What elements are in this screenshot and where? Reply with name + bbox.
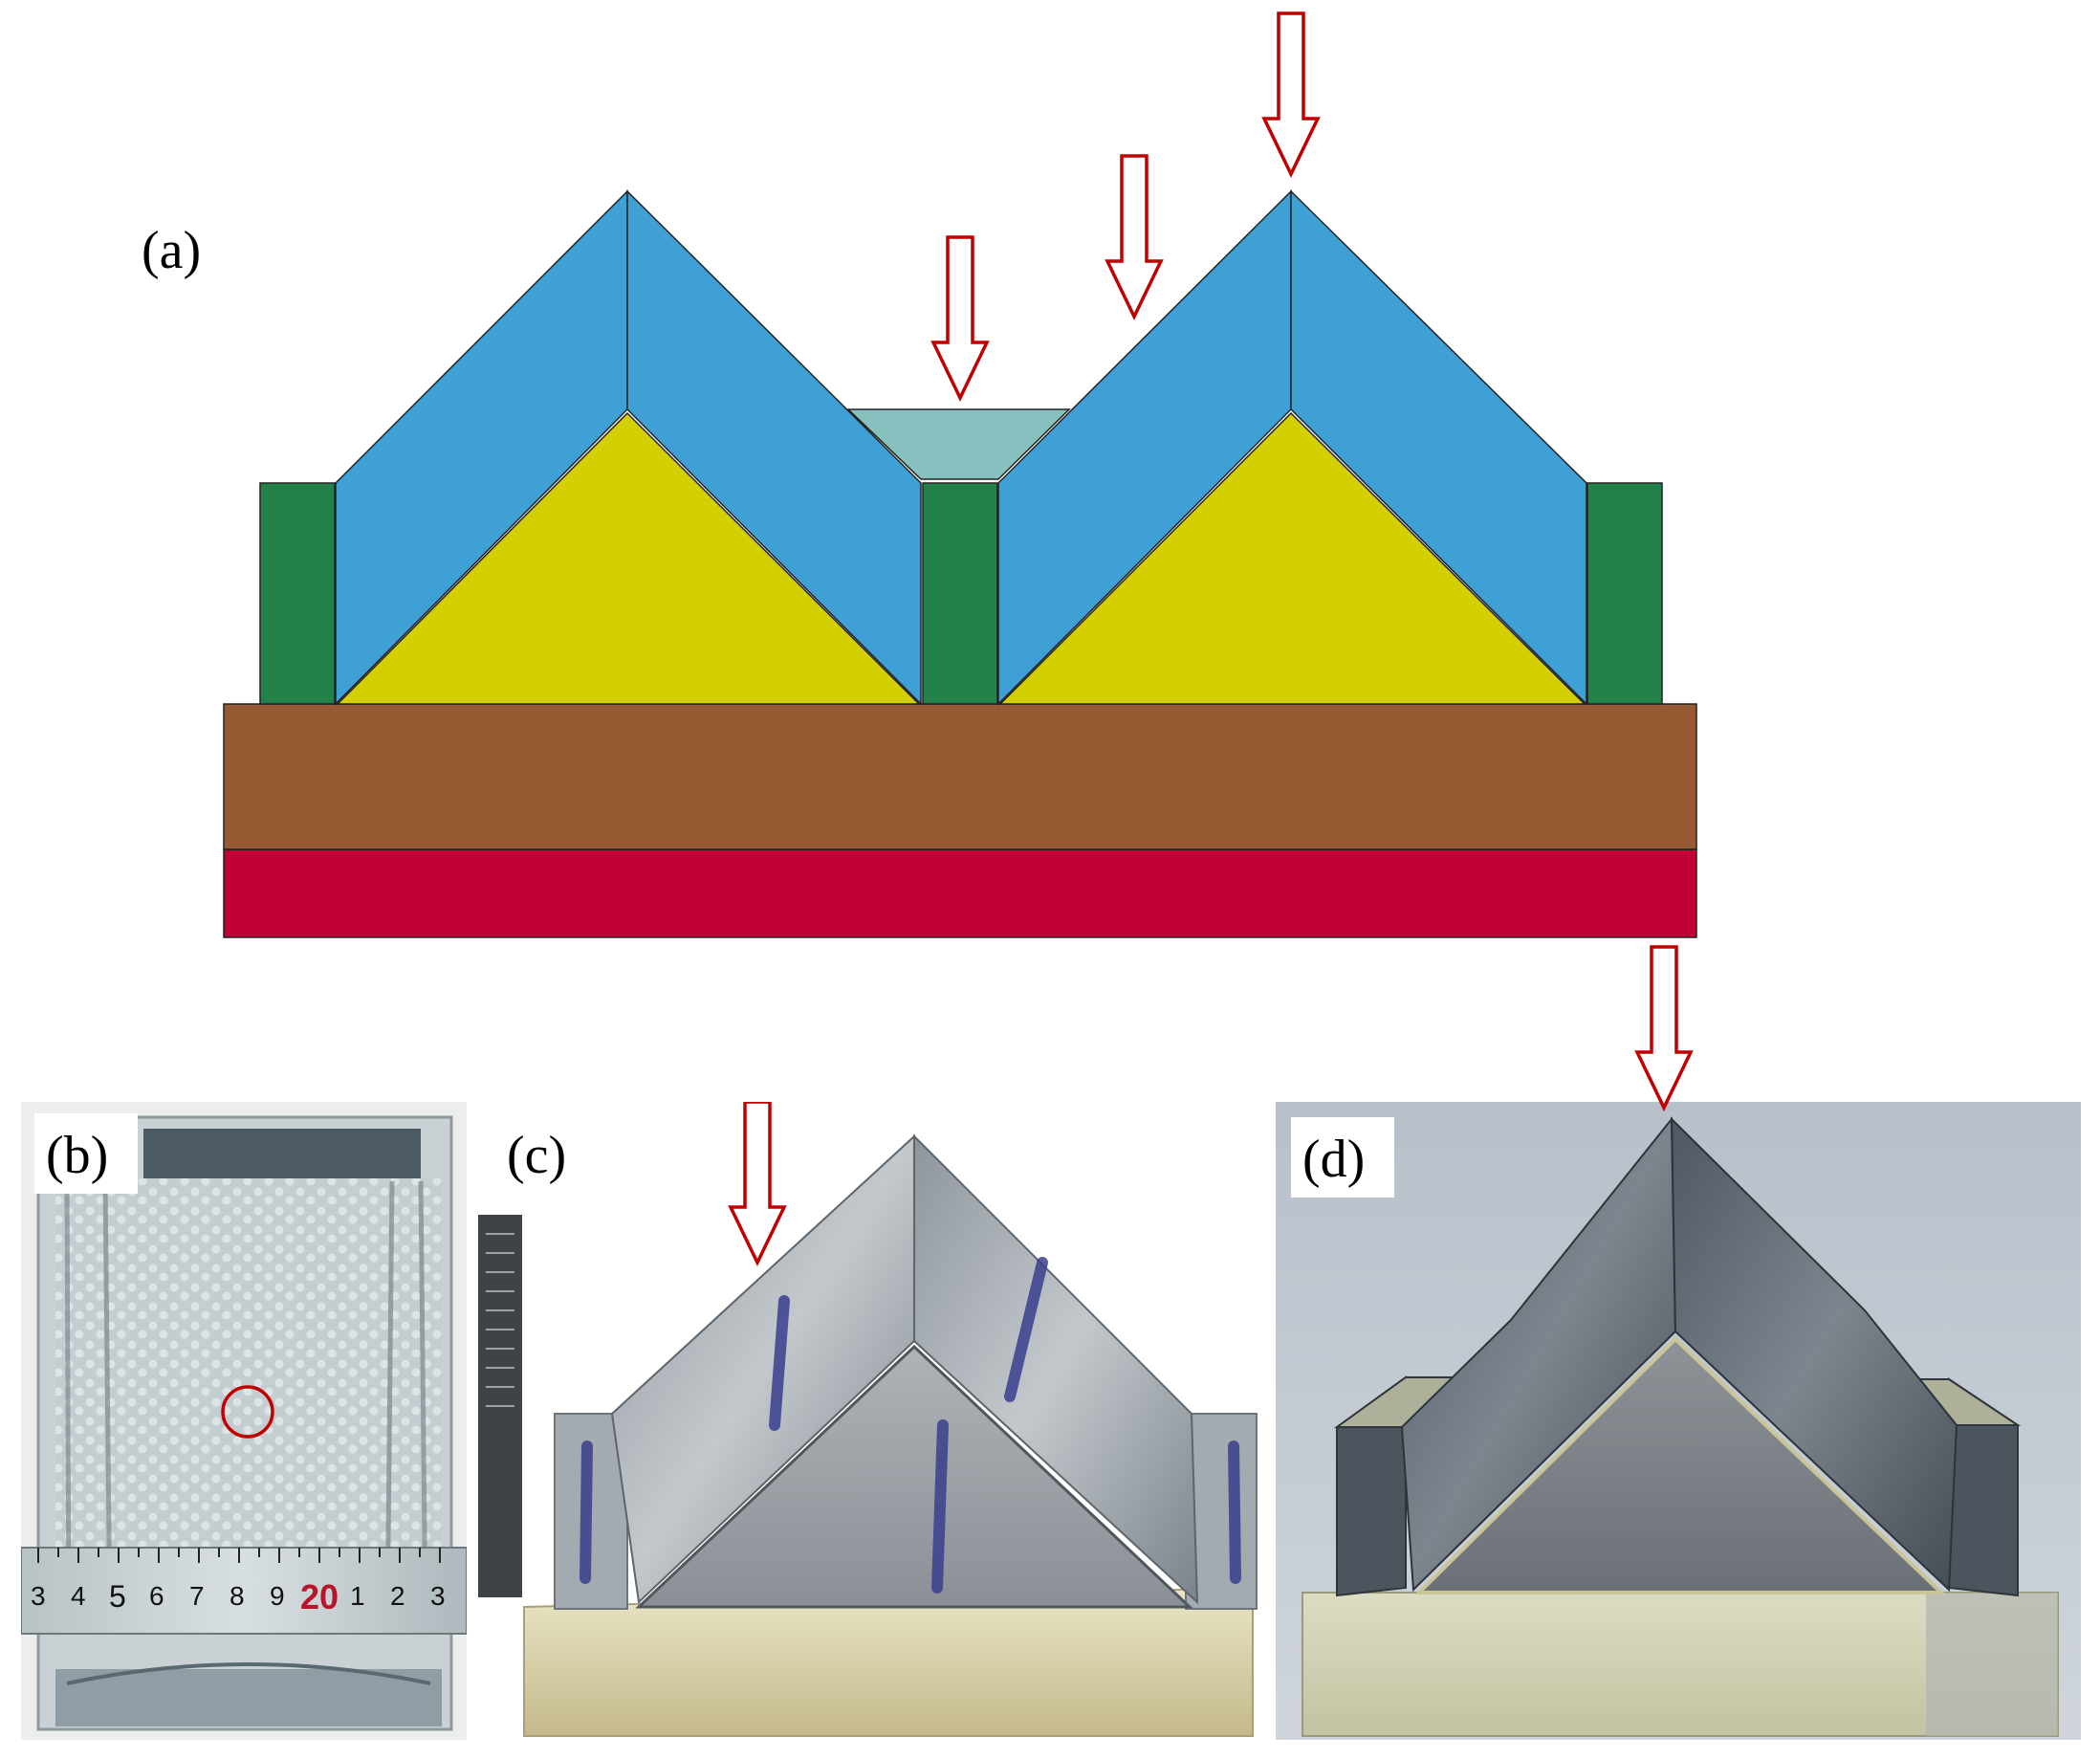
load-arrow-peak	[1261, 11, 1321, 179]
right-core-triangle	[998, 411, 1586, 705]
ruler-label-8: 20	[300, 1577, 339, 1616]
bottom-plate	[223, 848, 1697, 938]
ruler-label-4: 6	[149, 1581, 164, 1611]
ruler-label-7: 9	[270, 1581, 285, 1611]
panel-b-label: (b)	[46, 1126, 108, 1185]
face-sheet-right	[913, 1133, 1199, 1605]
ruler-tick-marks	[37, 1548, 441, 1563]
panel-c-photo: (c)	[478, 1102, 1264, 1740]
foam-layer	[223, 703, 1697, 850]
panel-b-photo: 3 4 5 6 7 8 9 20 1 2 3 (b)	[21, 1102, 467, 1740]
panel-d-photo: (d)	[1276, 1102, 2081, 1740]
ruler-label-1: 3	[31, 1581, 46, 1611]
face-sheet-right	[1670, 1116, 1958, 1593]
foam-base-block	[523, 1586, 1254, 1737]
ruler-label-2: 4	[71, 1581, 86, 1611]
marker-stroke-4	[580, 1440, 593, 1584]
left-face-sheet-right	[626, 189, 922, 706]
ruler	[21, 1547, 467, 1635]
specimen-frame-top	[143, 1129, 421, 1186]
left-core-triangle	[336, 411, 921, 705]
core-triangle	[635, 1344, 1193, 1609]
marker-stroke-2	[1004, 1257, 1048, 1402]
end-support-left	[259, 482, 336, 705]
panel-d-label: (d)	[1302, 1130, 1365, 1189]
core-triangle	[1414, 1336, 1946, 1594]
load-arrow-c	[728, 1102, 787, 1267]
ruler-label-11: 3	[430, 1581, 446, 1611]
end-post-right	[1185, 1413, 1258, 1610]
specimen-frame-bottom	[55, 1669, 442, 1726]
end-support-middle	[922, 482, 998, 705]
panel-c-label: (c)	[507, 1126, 566, 1185]
trough-filler	[846, 408, 1071, 480]
ruler-label-5: 7	[189, 1581, 205, 1611]
panel-a-schematic: (a)	[142, 11, 1697, 938]
load-arrow-d-stem	[1634, 945, 1694, 1112]
load-arrow-trough	[930, 235, 990, 403]
marker-stroke-1	[769, 1295, 790, 1431]
right-face-sheet-right	[1290, 189, 1587, 706]
marker-stroke-5	[1228, 1440, 1241, 1584]
ruler-label-9: 1	[350, 1581, 365, 1611]
panel-a-label: (a)	[142, 221, 201, 280]
end-support-right	[1586, 482, 1663, 705]
load-arrow-slope	[1105, 154, 1164, 321]
ruler-label-6: 8	[230, 1581, 245, 1611]
ruler-label-3: 5	[109, 1579, 126, 1614]
indentation-marker	[221, 1385, 274, 1439]
marker-stroke-3	[931, 1419, 949, 1594]
ruler-label-10: 2	[390, 1581, 405, 1611]
